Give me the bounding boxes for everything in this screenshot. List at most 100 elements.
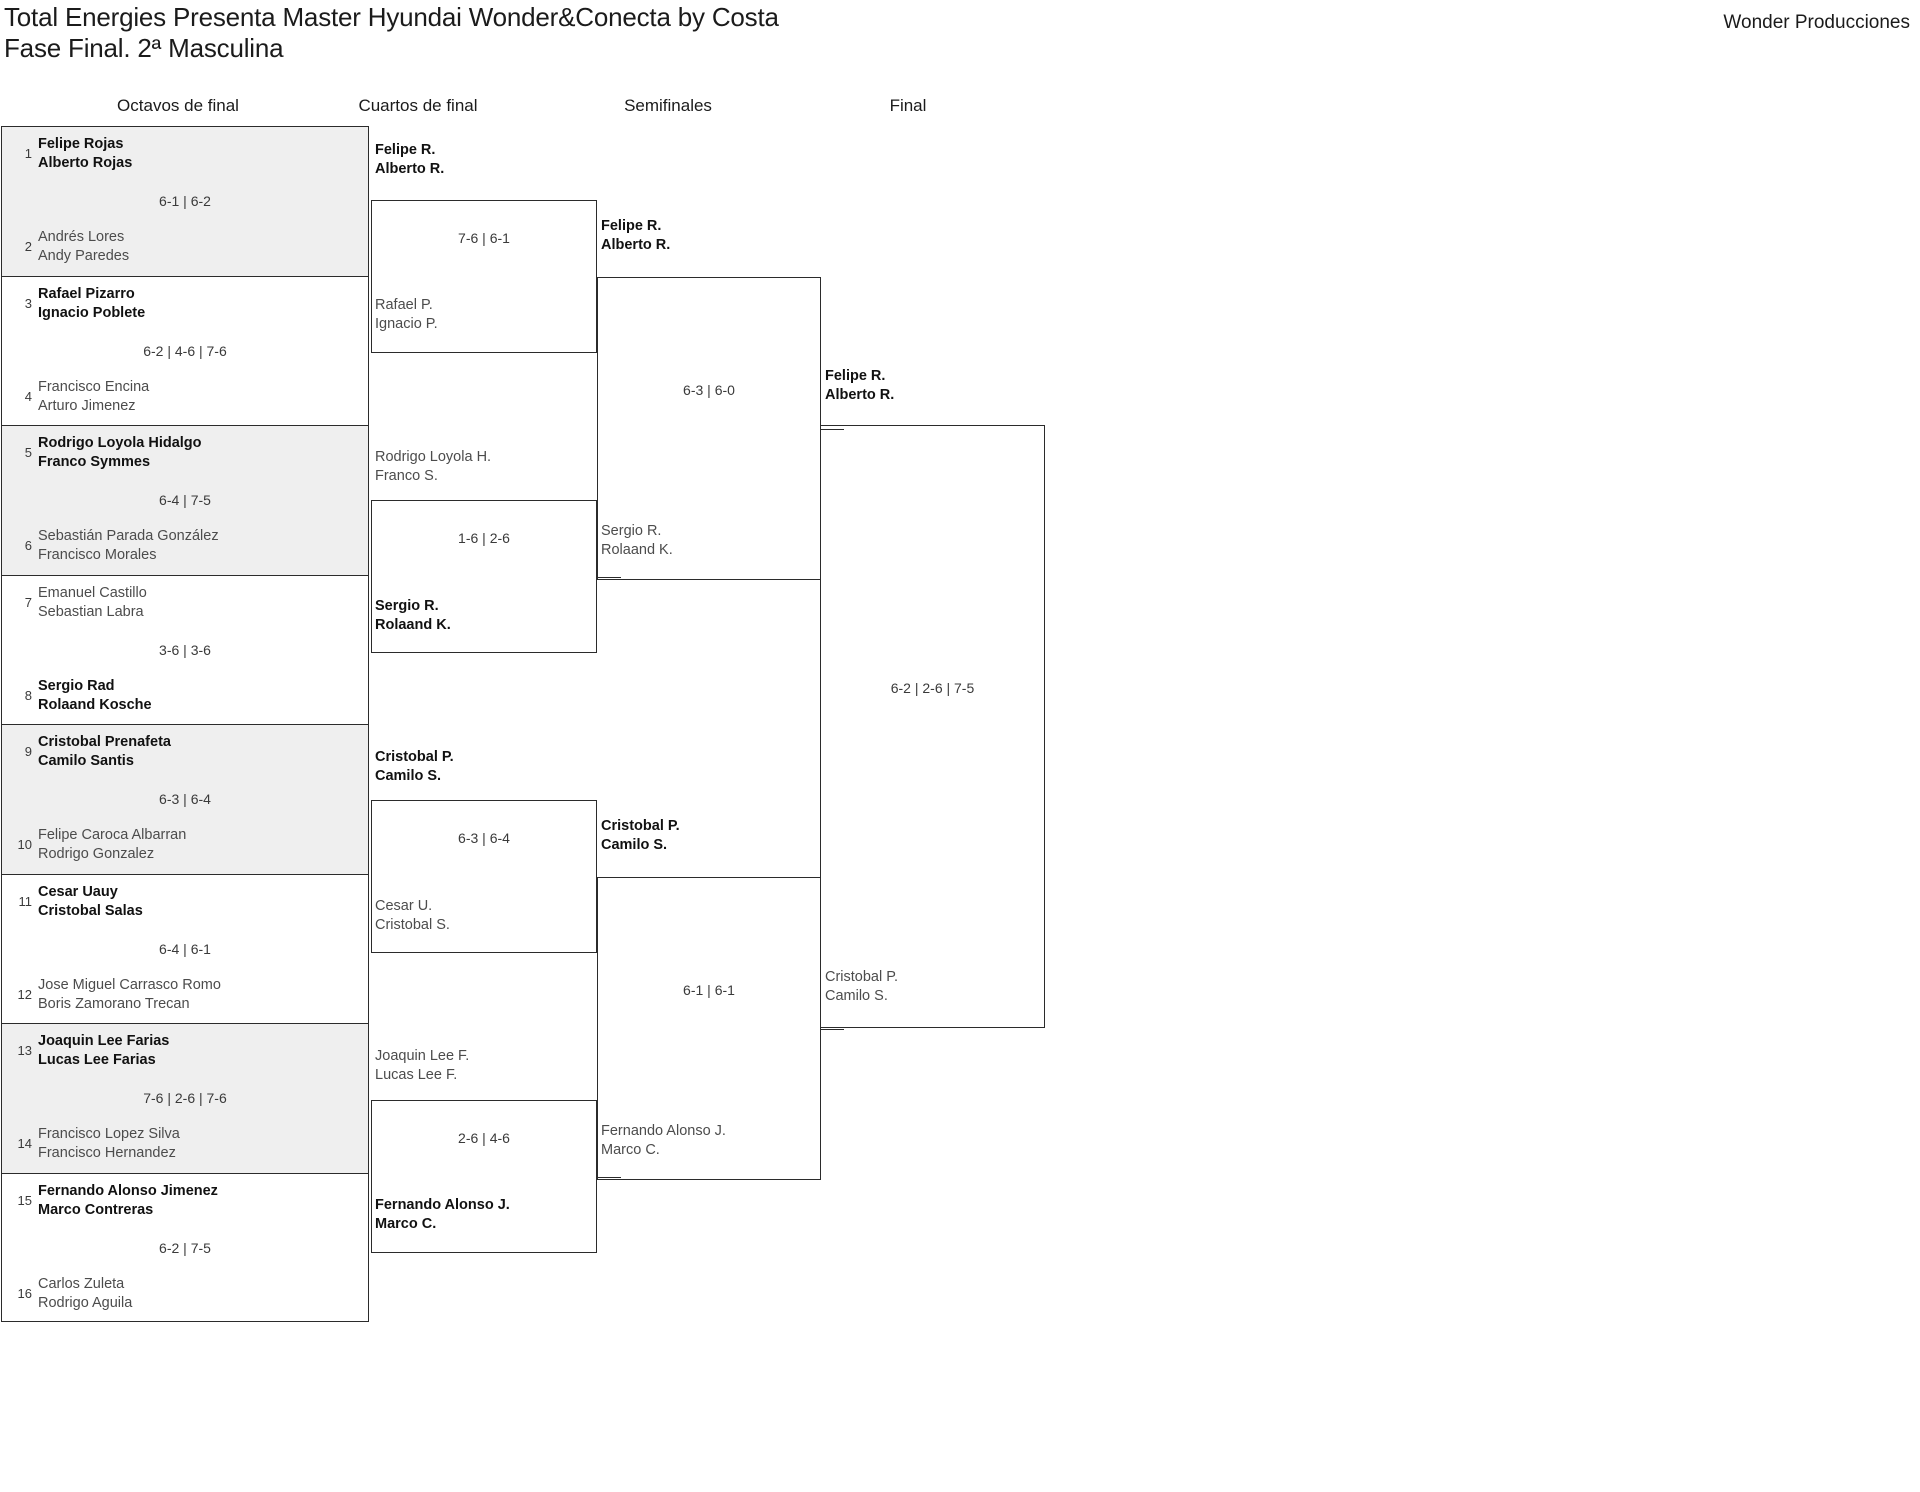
player-2: Andy Paredes bbox=[38, 248, 130, 264]
player-1: Felipe R. bbox=[825, 368, 886, 384]
player-2: Francisco Hernandez bbox=[38, 1145, 176, 1161]
qf-match-box[interactable]: 1-6 | 2-6 bbox=[371, 500, 597, 653]
qf-team-bottom-label: Rafael P. Ignacio P. bbox=[375, 296, 438, 334]
match-score: 1-6 | 2-6 bbox=[458, 530, 510, 546]
team-names: Jose Miguel Carrasco Romo Boris Zamorano… bbox=[38, 976, 221, 1014]
qf-team-top-label: Joaquin Lee F. Lucas Lee F. bbox=[375, 1047, 469, 1085]
round-header-final: Final bbox=[889, 96, 927, 115]
player-2: Marco C. bbox=[375, 1216, 437, 1232]
player-1: Fernando Alonso J. bbox=[601, 1123, 726, 1139]
player-2: Ignacio Poblete bbox=[38, 304, 146, 321]
qf-team-bottom-label: Sergio R. Rolaand K. bbox=[375, 597, 451, 635]
seed-number: 8 bbox=[24, 687, 32, 703]
round-header-cuartos: Cuartos de final bbox=[358, 96, 478, 115]
team-names: Sebastián Parada González Francisco Mora… bbox=[38, 527, 219, 565]
match-score: 7-6 | 2-6 | 7-6 bbox=[143, 1090, 227, 1106]
r16-match[interactable]: 7 Emanuel Castillo Sebastian Labra 3-6 |… bbox=[2, 576, 368, 725]
r16-match[interactable]: 11 Cesar Uauy Cristobal Salas 6-4 | 6-1 … bbox=[2, 875, 368, 1024]
final-match-box[interactable]: 6-2 | 2-6 | 7-5 bbox=[820, 425, 1045, 1028]
r16-team-bottom: 2 Andrés Lores Andy Paredes bbox=[2, 228, 368, 268]
seed-number: 3 bbox=[24, 295, 32, 311]
seed-number: 2 bbox=[24, 239, 32, 254]
seed-number: 9 bbox=[24, 744, 32, 759]
team-names: Cristobal Prenafeta Camilo Santis bbox=[38, 733, 171, 771]
qf-match-box[interactable]: 2-6 | 4-6 bbox=[371, 1100, 597, 1253]
qf-team-top-label: Rodrigo Loyola H. Franco S. bbox=[375, 448, 491, 486]
team-names: Rodrigo Loyola Hidalgo Franco Symmes bbox=[38, 434, 202, 472]
player-1: Sergio R. bbox=[601, 523, 662, 539]
team-names: Cesar Uauy Cristobal Salas bbox=[38, 883, 143, 921]
match-score: 6-2 | 2-6 | 7-5 bbox=[890, 680, 975, 696]
seed-number: 16 bbox=[17, 1285, 32, 1301]
qf-match-box[interactable]: 7-6 | 6-1 bbox=[371, 200, 597, 353]
player-1: Cristobal P. bbox=[601, 818, 680, 834]
seed-number: 12 bbox=[17, 986, 32, 1002]
connector-qf1-to-sf1 bbox=[597, 276, 621, 278]
player-1: Emanuel Castillo bbox=[38, 584, 147, 601]
seed-number: 15 bbox=[17, 1192, 32, 1208]
player-2: Alberto Rojas bbox=[38, 155, 133, 171]
player-1: Andrés Lores bbox=[38, 229, 125, 245]
match-score: 6-4 | 6-1 bbox=[159, 940, 211, 957]
brand-label: Wonder Producciones bbox=[1723, 12, 1910, 33]
r16-team-bottom: 12 Jose Miguel Carrasco Romo Boris Zamor… bbox=[2, 976, 368, 1016]
match-score: 6-1 | 6-1 bbox=[683, 982, 735, 998]
player-1: Sergio Rad bbox=[38, 677, 115, 694]
match-score: 6-3 | 6-0 bbox=[683, 382, 735, 398]
player-1: Francisco Lopez Silva bbox=[38, 1126, 180, 1142]
connector-sf1-to-final bbox=[820, 428, 844, 430]
connector-qf4-to-sf2 bbox=[597, 1176, 621, 1178]
seed-number: 1 bbox=[24, 146, 32, 161]
player-1: Felipe Caroca Albarran bbox=[38, 827, 187, 843]
player-1: Cristobal P. bbox=[825, 969, 899, 985]
player-2: Cristobal Salas bbox=[38, 902, 143, 919]
player-1: Rodrigo Loyola Hidalgo bbox=[38, 435, 202, 451]
r16-team-bottom: 16 Carlos Zuleta Rodrigo Aguila bbox=[2, 1275, 368, 1315]
r16-team-bottom: 10 Felipe Caroca Albarran Rodrigo Gonzal… bbox=[2, 826, 368, 866]
r16-match[interactable]: 5 Rodrigo Loyola Hidalgo Franco Symmes 6… bbox=[2, 426, 368, 576]
r16-team-top: 7 Emanuel Castillo Sebastian Labra bbox=[2, 584, 368, 624]
page-header: Total Energies Presenta Master Hyundai W… bbox=[0, 0, 1920, 70]
qf-match-box[interactable]: 6-3 | 6-4 bbox=[371, 800, 597, 953]
r16-match[interactable]: 15 Fernando Alonso Jimenez Marco Contrer… bbox=[2, 1174, 368, 1324]
player-2: Rolaand K. bbox=[375, 617, 451, 633]
match-score: 6-1 | 6-2 bbox=[159, 193, 211, 209]
connector-sf2-to-final bbox=[820, 1028, 844, 1030]
player-1: Cesar Uauy bbox=[38, 883, 118, 900]
qf-team-top-label: Felipe R. Alberto R. bbox=[375, 141, 444, 179]
team-names: Joaquin Lee Farias Lucas Lee Farias bbox=[38, 1032, 169, 1070]
match-score: 6-2 | 7-5 bbox=[159, 1239, 211, 1256]
team-names: Carlos Zuleta Rodrigo Aguila bbox=[38, 1275, 132, 1313]
match-score: 7-6 | 6-1 bbox=[458, 230, 510, 246]
r16-match[interactable]: 3 Rafael Pizarro Ignacio Poblete 6-2 | 4… bbox=[2, 277, 368, 426]
final-team-top-label: Felipe R. Alberto R. bbox=[825, 367, 894, 405]
player-2: Sebastian Labra bbox=[38, 603, 144, 620]
seed-number: 5 bbox=[24, 445, 32, 460]
match-score: 6-3 | 6-4 bbox=[458, 830, 510, 846]
seed-number: 7 bbox=[24, 594, 32, 610]
r16-team-top: 9 Cristobal Prenafeta Camilo Santis bbox=[2, 733, 368, 773]
player-2: Boris Zamorano Trecan bbox=[38, 995, 190, 1012]
connector-qf2-to-sf1 bbox=[597, 576, 621, 578]
r16-match[interactable]: 13 Joaquin Lee Farias Lucas Lee Farias 7… bbox=[2, 1024, 368, 1174]
sf-team-bottom-label: Fernando Alonso J. Marco C. bbox=[601, 1122, 726, 1160]
r16-team-top: 11 Cesar Uauy Cristobal Salas bbox=[2, 883, 368, 923]
match-score: 6-2 | 4-6 | 7-6 bbox=[143, 342, 227, 359]
player-1: Fernando Alonso Jimenez bbox=[38, 1182, 218, 1199]
match-score: 3-6 | 3-6 bbox=[159, 641, 211, 658]
qf-team-bottom-label: Fernando Alonso J. Marco C. bbox=[375, 1196, 510, 1234]
player-1: Joaquin Lee F. bbox=[375, 1048, 470, 1064]
player-2: Rodrigo Gonzalez bbox=[38, 846, 155, 862]
team-names: Francisco Lopez Silva Francisco Hernande… bbox=[38, 1125, 180, 1163]
player-2: Alberto R. bbox=[375, 161, 445, 177]
r16-match[interactable]: 9 Cristobal Prenafeta Camilo Santis 6-3 … bbox=[2, 725, 368, 875]
match-score: 6-3 | 6-4 bbox=[159, 791, 211, 807]
player-2: Camilo Santis bbox=[38, 753, 134, 769]
page-title: Total Energies Presenta Master Hyundai W… bbox=[4, 2, 779, 63]
r16-team-top: 15 Fernando Alonso Jimenez Marco Contrer… bbox=[2, 1182, 368, 1222]
r16-team-top: 3 Rafael Pizarro Ignacio Poblete bbox=[2, 285, 368, 325]
r16-match[interactable]: 1 Felipe Rojas Alberto Rojas 6-1 | 6-2 2… bbox=[2, 127, 368, 277]
player-1: Felipe R. bbox=[601, 218, 662, 234]
match-score: 2-6 | 4-6 bbox=[458, 1130, 510, 1146]
player-1: Rafael Pizarro bbox=[38, 285, 135, 302]
